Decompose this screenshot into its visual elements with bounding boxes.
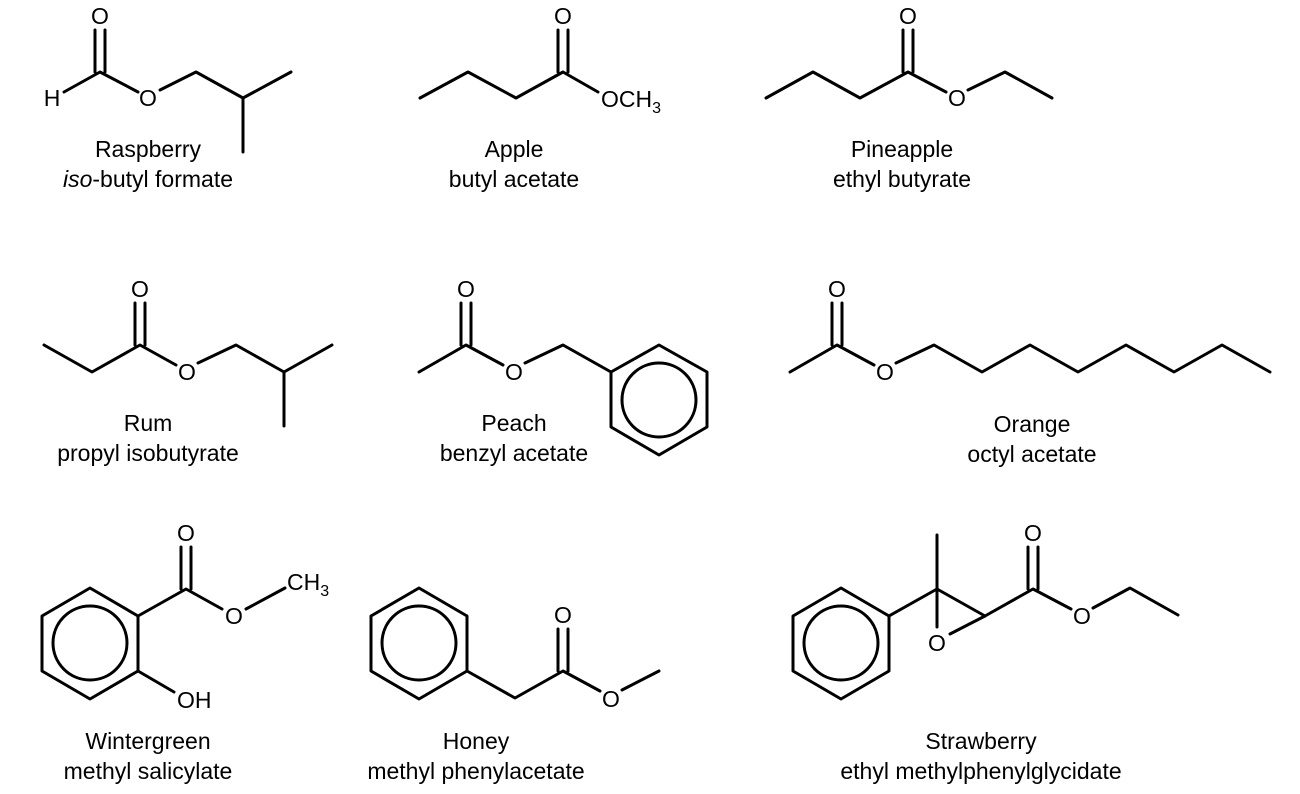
caption-honey: Honey methyl phenylacetate: [316, 726, 636, 786]
structure-pineapple: O O: [764, 3, 1054, 111]
caption-strawberry: Strawberry ethyl methylphenylglycidate: [801, 726, 1161, 786]
caption-rum: Rum propyl isobutyrate: [0, 408, 308, 468]
structure-peach: O O: [417, 276, 709, 457]
atom-oxygen: O: [139, 85, 157, 111]
structure-strawberry: O O O: [791, 520, 1180, 701]
structure-raspberry: O H O: [44, 3, 293, 154]
flavor-label: Strawberry: [925, 728, 1037, 754]
atom-oxygen: O: [876, 359, 894, 385]
ester-name: propyl isobutyrate: [57, 440, 239, 466]
atom-oxygen: O: [131, 276, 149, 302]
atom-oxygen: O: [91, 3, 109, 29]
atom-hydrogen: H: [44, 85, 61, 111]
caption-orange: Orange octyl acetate: [872, 409, 1192, 469]
atom-oxygen: O: [457, 276, 475, 302]
caption-pineapple: Pineapple ethyl butyrate: [742, 134, 1062, 194]
structure-wintergreen: O O CH3 OH: [40, 520, 329, 713]
ester-name: ethyl methylphenylglycidate: [840, 758, 1122, 784]
methoxy-group: OCH3: [601, 86, 661, 117]
flavor-label: Raspberry: [94, 136, 202, 162]
structure-apple: O OCH3: [418, 3, 661, 117]
ester-name: methyl phenylacetate: [367, 758, 585, 784]
methyl-group: CH3: [287, 569, 329, 600]
atom-oxygen: O: [554, 602, 572, 628]
atom-oxygen: O: [505, 359, 523, 385]
ester-name: octyl acetate: [967, 441, 1097, 467]
caption-apple: Apple butyl acetate: [354, 134, 674, 194]
atom-oxygen: O: [928, 630, 946, 656]
atom-oxygen: O: [178, 359, 196, 385]
atom-oxygen: O: [828, 276, 846, 302]
ester-name: butyl acetate: [448, 166, 580, 192]
flavor-label: Rum: [123, 410, 173, 436]
flavor-label: Pineapple: [850, 136, 954, 162]
caption-wintergreen: Wintergreen methyl salicylate: [0, 726, 308, 786]
flavor-label: Orange: [993, 411, 1071, 437]
atom-oxygen: O: [1073, 603, 1091, 629]
atom-oxygen: O: [554, 3, 572, 29]
atom-oxygen: O: [602, 686, 620, 712]
hydroxyl-group: OH: [177, 687, 212, 713]
atom-oxygen: O: [177, 520, 195, 546]
flavor-label: Wintergreen: [85, 728, 211, 754]
flavor-label: Apple: [484, 136, 544, 162]
flavor-label: Honey: [442, 728, 510, 754]
atom-oxygen: O: [225, 603, 243, 629]
structure-rum: O O: [42, 276, 334, 428]
caption-raspberry: Raspberry iso-butyl formate: [0, 134, 308, 194]
ester-name: benzyl acetate: [439, 440, 589, 466]
atom-oxygen: O: [899, 3, 917, 29]
atom-oxygen: O: [1024, 520, 1042, 546]
atom-oxygen: O: [948, 85, 966, 111]
ester-name: ethyl butyrate: [832, 166, 972, 192]
flavor-label: Peach: [481, 410, 547, 436]
caption-peach: Peach benzyl acetate: [354, 408, 674, 468]
structure-honey: O O: [369, 586, 661, 712]
structure-orange: O O: [788, 276, 1272, 385]
ester-name: iso-butyl formate: [62, 166, 233, 192]
ester-name: methyl salicylate: [63, 758, 233, 784]
